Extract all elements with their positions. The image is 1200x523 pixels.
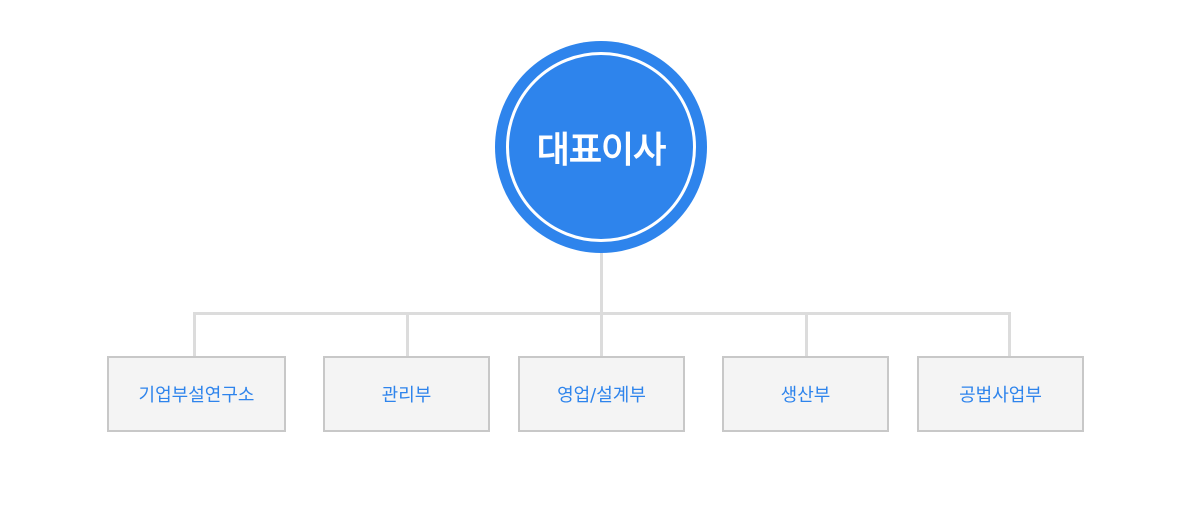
department-label: 공법사업부: [959, 385, 1042, 406]
department-research-lab: 기업부설연구소: [107, 356, 286, 432]
connector-branch: [805, 312, 808, 357]
ceo-node: 대표이사: [495, 41, 707, 253]
connector-branch: [406, 312, 409, 357]
department-label: 관리부: [381, 385, 432, 406]
connector-trunk: [600, 252, 603, 314]
department-production: 생산부: [722, 356, 889, 432]
connector-branch: [600, 312, 603, 357]
connector-branch: [1008, 312, 1011, 357]
ceo-label: 대표이사: [536, 130, 666, 171]
department-construction: 공법사업부: [917, 356, 1084, 432]
department-label: 영업/설계부: [557, 385, 646, 406]
department-sales-design: 영업/설계부: [518, 356, 685, 432]
department-label: 기업부설연구소: [138, 385, 255, 406]
ceo-node-ring: 대표이사: [506, 52, 696, 242]
department-management: 관리부: [323, 356, 490, 432]
department-label: 생산부: [780, 385, 831, 406]
connector-branch: [193, 312, 196, 357]
